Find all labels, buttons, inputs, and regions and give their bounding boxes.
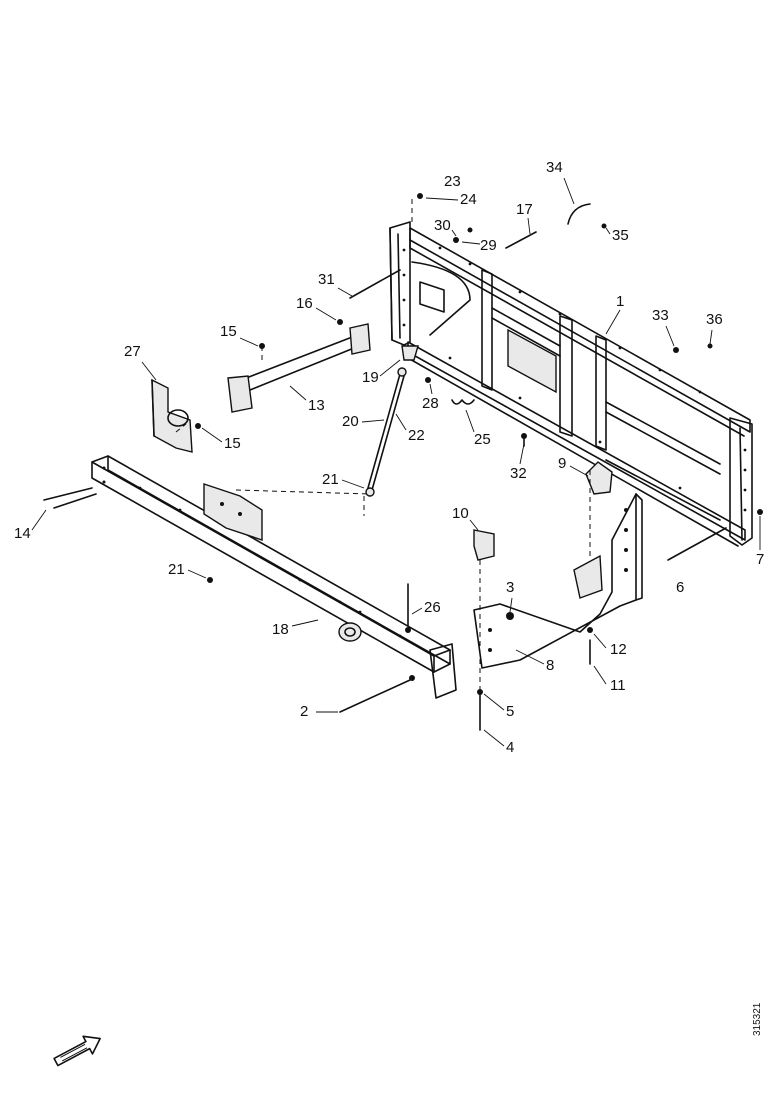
top-rail-holes	[402, 246, 747, 512]
callout-32: 32	[510, 465, 527, 482]
callout-36: 36	[706, 311, 723, 328]
callout-15-upper: 15	[220, 323, 237, 340]
callout-6: 6	[676, 579, 684, 596]
gas-strut	[365, 367, 407, 497]
callout-23: 23	[444, 173, 461, 190]
callout-21-strut: 21	[322, 471, 339, 488]
callout-30: 30	[434, 217, 451, 234]
callout-29: 29	[480, 237, 497, 254]
callout-22: 22	[408, 427, 425, 444]
assembly-lines	[175, 198, 591, 690]
callout-3: 3	[506, 579, 514, 596]
front-cross-beam	[91, 455, 457, 699]
callout-18: 18	[272, 621, 289, 638]
callout-26: 26	[424, 599, 441, 616]
callout-17: 17	[516, 201, 533, 218]
drawing-number: 315321	[752, 1002, 763, 1036]
callout-25: 25	[474, 431, 491, 448]
callout-11: 11	[610, 677, 626, 694]
callout-35: 35	[612, 227, 629, 244]
callout-27: 27	[124, 343, 141, 360]
callout-15-lower: 15	[224, 435, 241, 452]
callout-14: 14	[14, 525, 31, 542]
callout-24: 24	[460, 191, 477, 208]
callout-19: 19	[362, 369, 379, 386]
callout-8: 8	[546, 657, 554, 674]
direction-arrow-icon	[53, 1035, 101, 1067]
side-plate	[473, 461, 643, 669]
callout-13: 13	[308, 397, 325, 414]
callout-31: 31	[318, 271, 335, 288]
callout-16: 16	[296, 295, 313, 312]
callout-7: 7	[756, 551, 764, 568]
callout-20: 20	[342, 413, 359, 430]
callouts: 1 2 3 4 5 6 7 8 9 10 11 12 13 14 15 15 1…	[14, 159, 764, 756]
fasteners	[43, 193, 763, 731]
callout-21-beam: 21	[168, 561, 185, 578]
rear-frame	[389, 221, 753, 547]
callout-34: 34	[546, 159, 563, 176]
callout-1: 1	[616, 293, 624, 310]
callout-10: 10	[452, 505, 469, 522]
callout-33: 33	[652, 307, 669, 324]
callout-9: 9	[558, 455, 566, 472]
callout-5: 5	[506, 703, 514, 720]
left-bracket	[151, 378, 193, 453]
callout-28: 28	[422, 395, 439, 412]
callout-2: 2	[300, 703, 308, 720]
upper-link-arm	[227, 323, 371, 413]
callout-12: 12	[610, 641, 627, 658]
callout-4: 4	[506, 739, 514, 756]
